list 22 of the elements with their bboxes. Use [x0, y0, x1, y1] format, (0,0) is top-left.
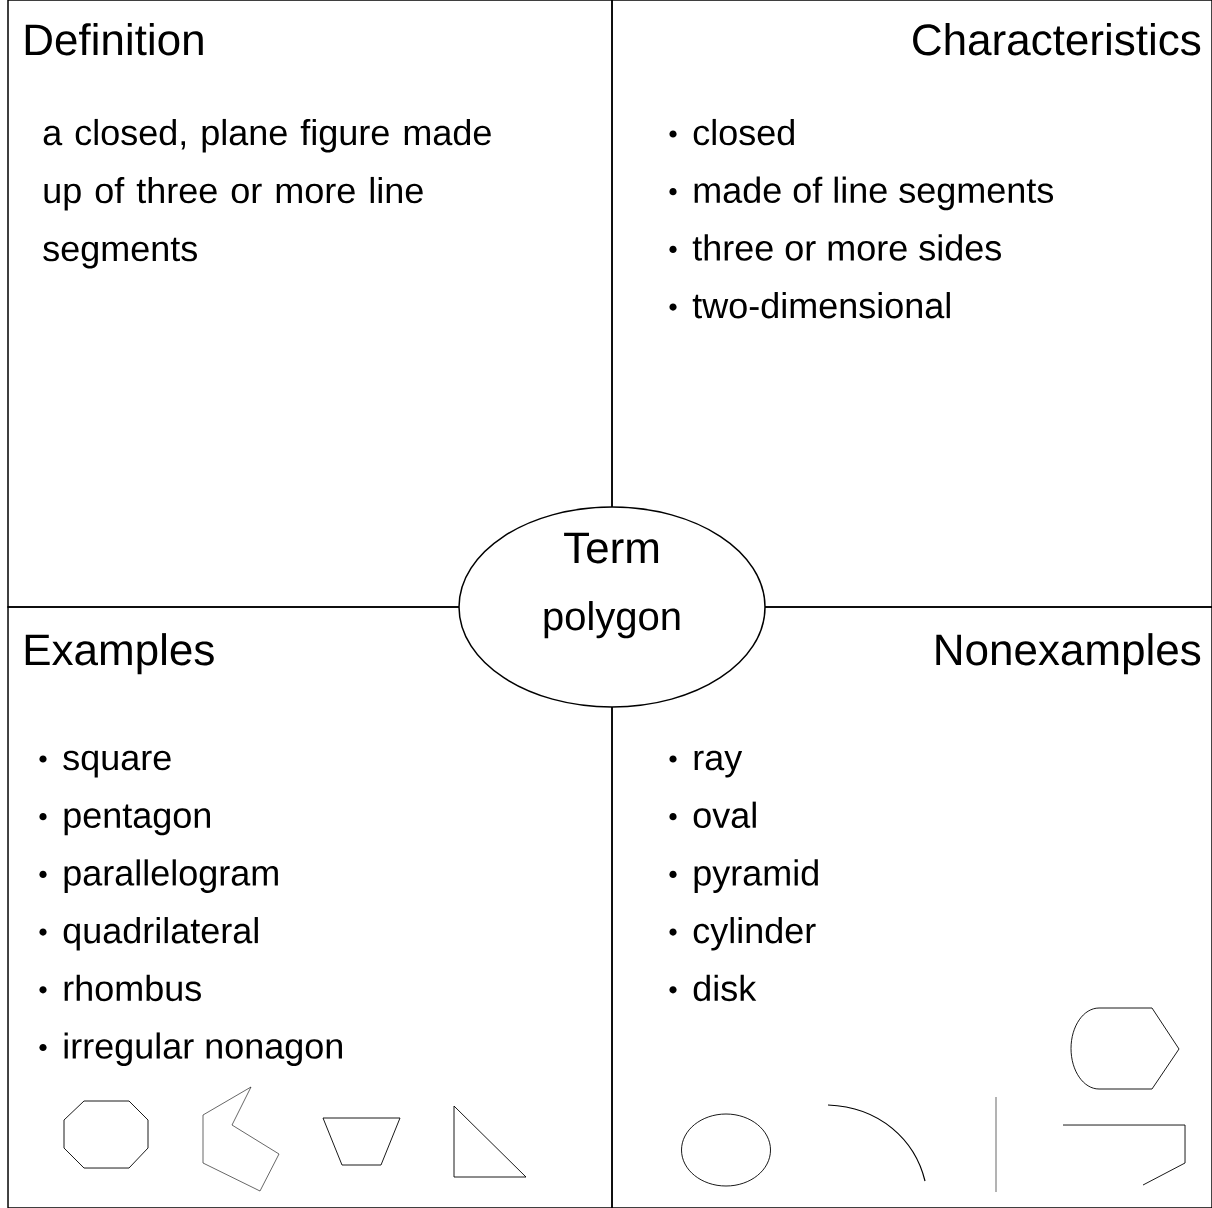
bullet-item: pentagon — [64, 804, 210, 836]
bullet-item: oval — [693, 801, 756, 829]
definition-text: a closed, plane figure made up of three or more line segments — [43, 118, 491, 269]
heading: Definition — [25, 23, 203, 56]
bullet-item: square — [63, 750, 171, 778]
bullet-item: quadrilateral — [63, 917, 258, 951]
bullet-item: ray — [694, 750, 743, 778]
bullet-item: irregular nonagon — [64, 1032, 342, 1066]
bullet-item: three or more sides — [692, 234, 1001, 261]
term-word: polygon — [544, 601, 680, 639]
heading: Characteristics — [913, 23, 1201, 56]
bullet-item: disk — [693, 974, 757, 1002]
bullet-item: closed — [693, 118, 794, 146]
term-label: Term — [564, 532, 659, 564]
bullet-item: pyramid — [694, 859, 818, 893]
heading: Nonexamples — [936, 633, 1201, 675]
bullet-item: rhombus — [64, 974, 201, 1002]
heading: Examples — [25, 633, 214, 675]
bullet-item: cylinder — [693, 917, 816, 951]
bullet-item: parallelogram — [64, 859, 278, 893]
bullet-item: two-dimensional — [692, 292, 950, 319]
bullet-item: made of line segments — [694, 176, 1054, 211]
